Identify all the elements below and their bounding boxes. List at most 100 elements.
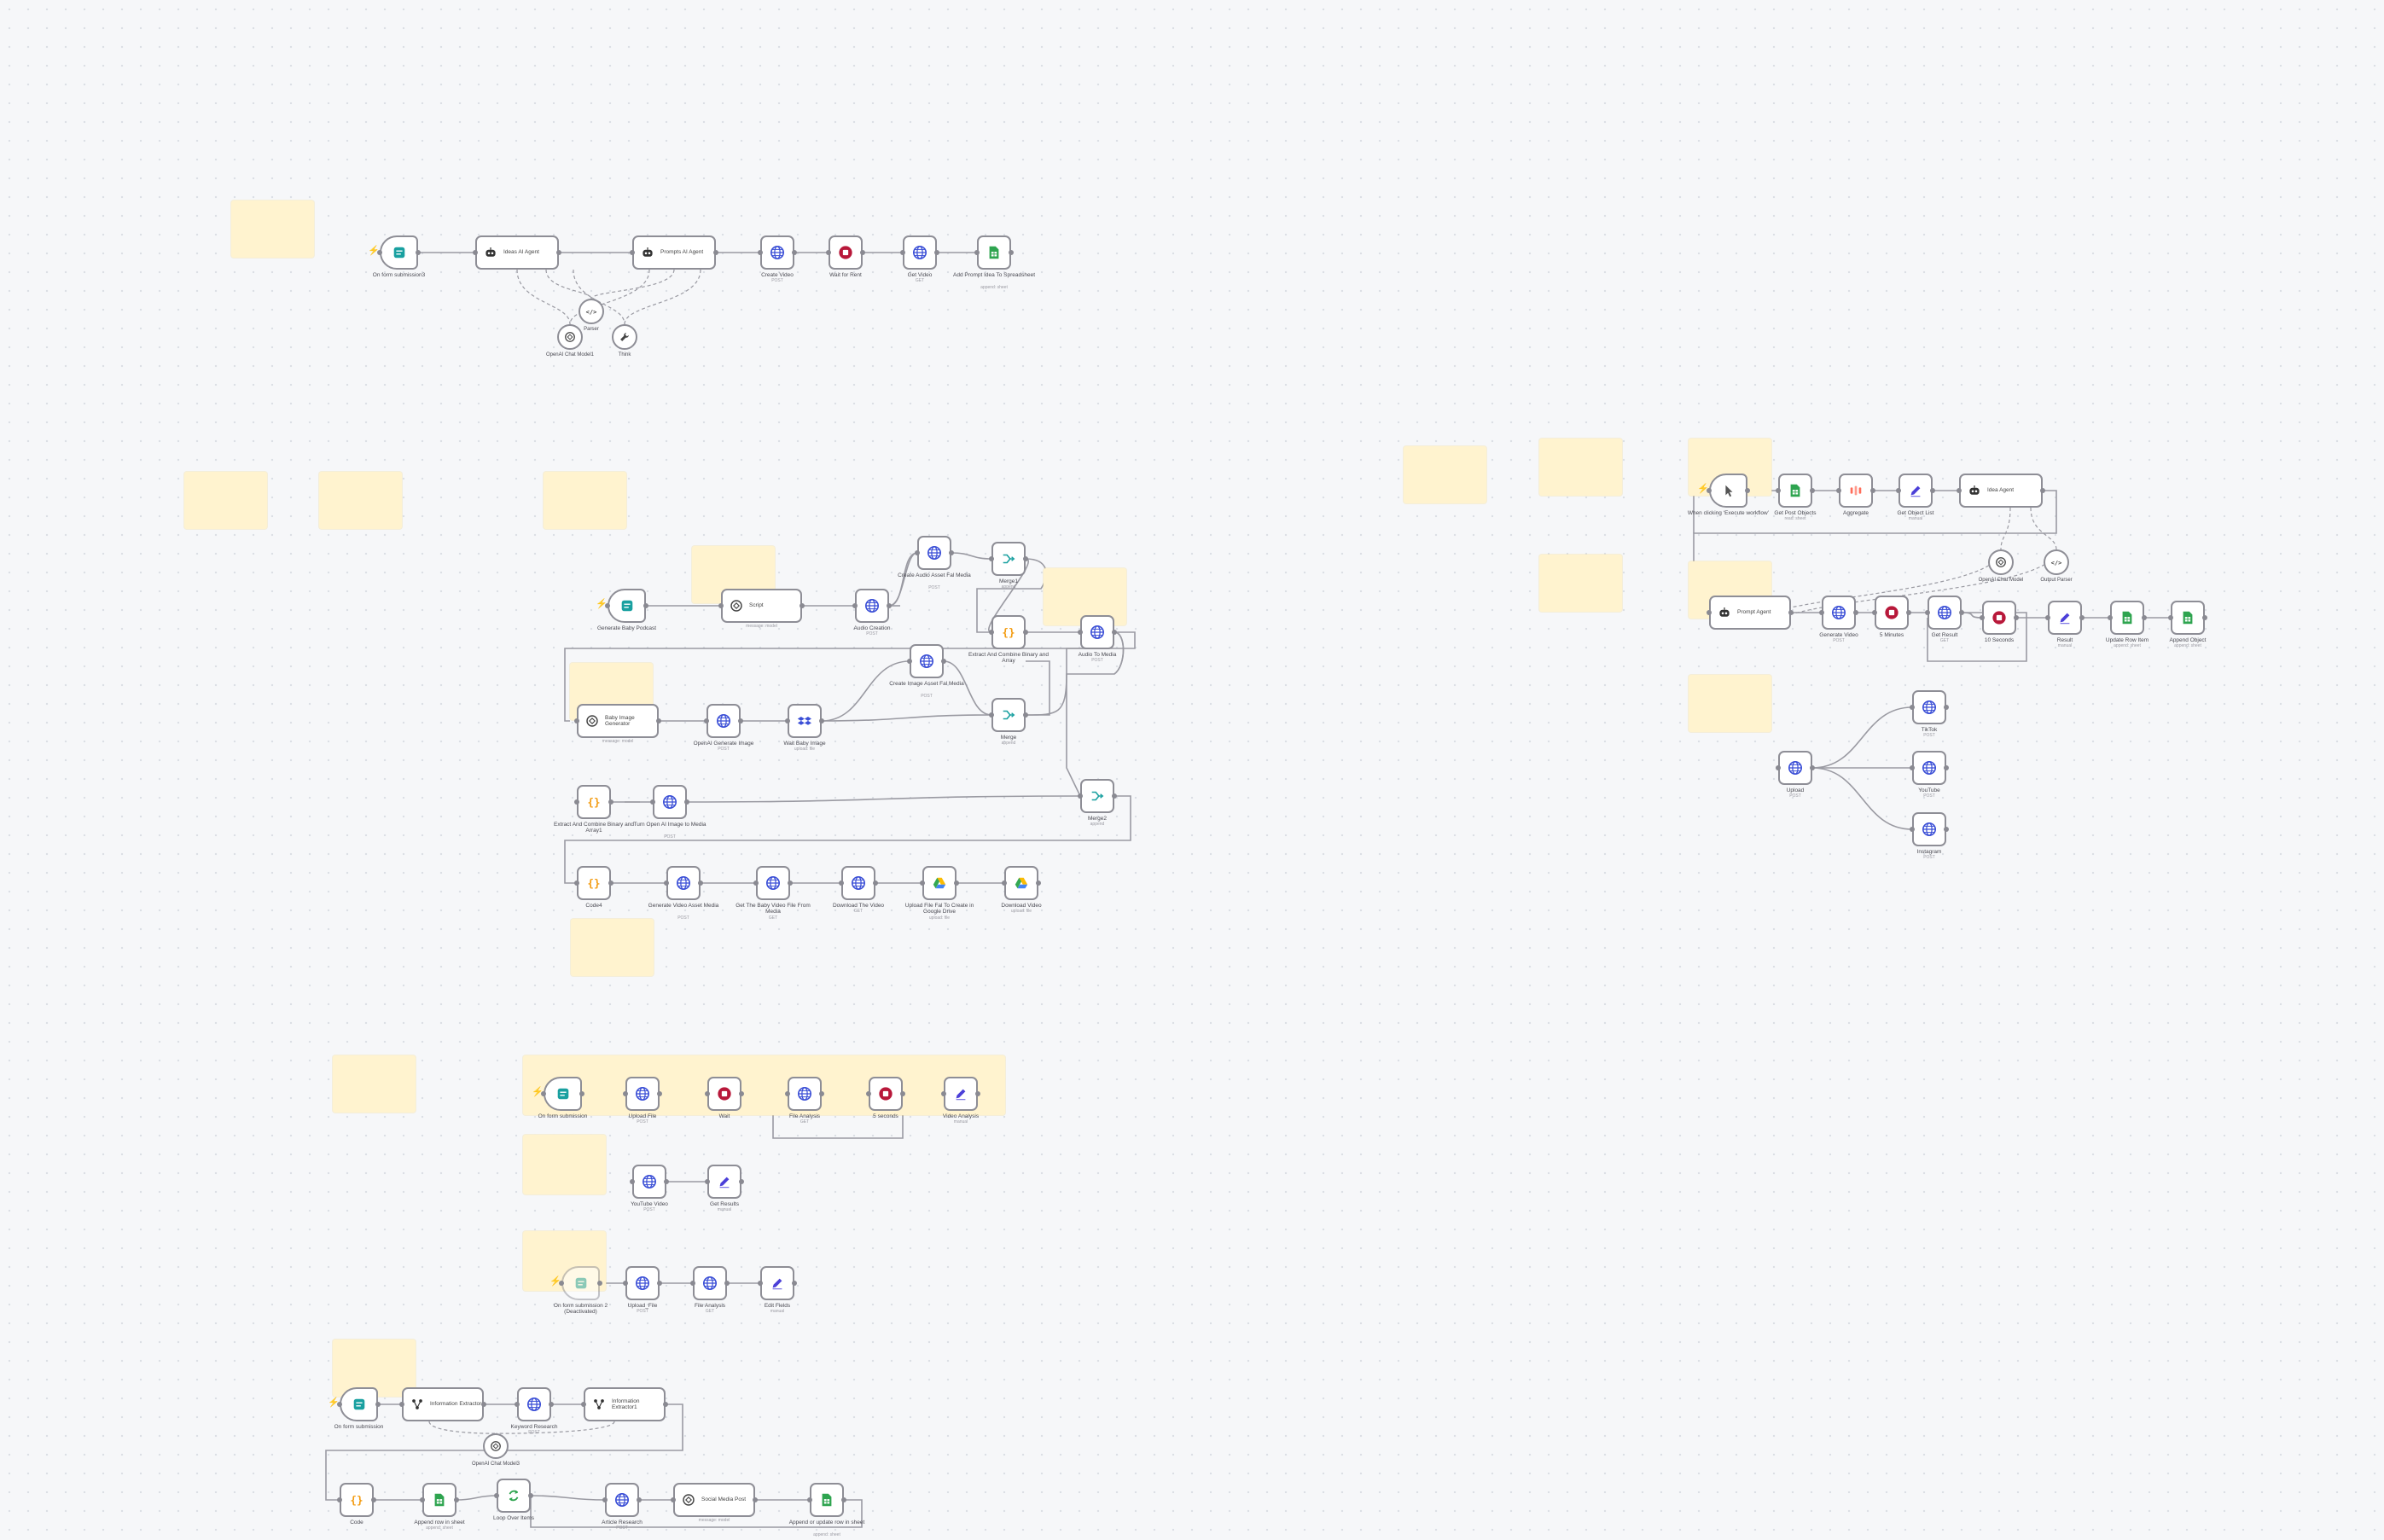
input-port[interactable] (989, 630, 994, 635)
workflow-node[interactable]: Social Media Post (673, 1483, 755, 1517)
sticky-note[interactable] (333, 1055, 416, 1113)
input-port[interactable] (1836, 488, 1841, 493)
output-port[interactable] (954, 880, 959, 886)
workflow-node[interactable] (706, 704, 741, 738)
workflow-node[interactable] (788, 1077, 822, 1111)
input-port[interactable] (541, 1091, 546, 1096)
output-port[interactable] (1944, 765, 1949, 770)
output-port[interactable] (1023, 630, 1028, 635)
input-port[interactable] (705, 1179, 710, 1184)
workflow-node[interactable] (1839, 474, 1873, 508)
sticky-note[interactable] (1539, 555, 1622, 612)
workflow-node[interactable] (810, 1483, 844, 1517)
workflow-node[interactable] (653, 785, 687, 819)
input-port[interactable] (1002, 880, 1007, 886)
workflow-node[interactable] (991, 698, 1026, 732)
input-port[interactable] (974, 250, 980, 255)
output-port[interactable] (2142, 615, 2147, 620)
input-port[interactable] (671, 1497, 676, 1502)
output-port[interactable] (637, 1497, 642, 1502)
workflow-node[interactable] (1778, 474, 1812, 508)
output-port[interactable] (1853, 610, 1858, 615)
workflow-node[interactable] (910, 644, 944, 678)
output-port[interactable] (657, 1091, 662, 1096)
output-port[interactable] (416, 250, 421, 255)
output-port[interactable] (1023, 556, 1028, 561)
sticky-note[interactable] (523, 1135, 606, 1194)
output-port[interactable] (800, 603, 805, 608)
output-port[interactable] (1023, 712, 1028, 718)
input-port[interactable] (650, 799, 655, 805)
output-port[interactable] (841, 1497, 846, 1502)
input-port[interactable] (602, 1497, 608, 1502)
output-port[interactable] (934, 250, 939, 255)
output-port[interactable] (1112, 793, 1117, 799)
workflow-node[interactable] (1928, 596, 1962, 630)
input-port[interactable] (377, 250, 382, 255)
workflow-node[interactable] (944, 1077, 978, 1111)
output-port[interactable] (528, 1493, 533, 1498)
workflow-node[interactable] (632, 1165, 666, 1199)
output-port[interactable] (656, 718, 661, 724)
output-port[interactable] (1870, 488, 1875, 493)
input-port[interactable] (852, 603, 858, 608)
sticky-note[interactable] (231, 200, 314, 258)
input-port[interactable] (1925, 610, 1930, 615)
sticky-note[interactable] (319, 472, 402, 529)
input-port[interactable] (941, 1091, 946, 1096)
workflow-node[interactable]: {} (577, 785, 611, 819)
input-port[interactable] (2108, 615, 2113, 620)
output-port[interactable] (375, 1402, 381, 1407)
workflow-node[interactable] (841, 866, 875, 900)
input-port[interactable] (664, 880, 669, 886)
output-port[interactable] (684, 799, 689, 805)
input-port[interactable] (704, 718, 709, 724)
input-port[interactable] (1819, 610, 1824, 615)
input-port[interactable] (1707, 488, 1712, 493)
input-port[interactable] (753, 880, 759, 886)
output-port[interactable] (1810, 765, 1815, 770)
workflow-node[interactable] (1004, 866, 1038, 900)
output-port[interactable] (663, 1402, 668, 1407)
output-port[interactable] (739, 1091, 744, 1096)
input-port[interactable] (1078, 793, 1083, 799)
output-port[interactable] (753, 1497, 758, 1502)
sub-node[interactable] (1988, 549, 2014, 575)
sub-node[interactable] (557, 324, 583, 350)
input-port[interactable] (494, 1493, 499, 1498)
workflow-node[interactable] (1709, 474, 1747, 508)
workflow-node[interactable]: Ideas AI Agent (475, 235, 559, 270)
workflow-node[interactable] (829, 235, 863, 270)
workflow-node[interactable] (756, 866, 790, 900)
output-port[interactable] (608, 880, 613, 886)
output-port[interactable] (371, 1497, 376, 1502)
input-port[interactable] (1957, 488, 1962, 493)
input-port[interactable] (574, 718, 579, 724)
workflow-node[interactable] (917, 536, 951, 570)
output-port[interactable] (1788, 610, 1794, 615)
workflow-node[interactable] (2171, 601, 2205, 635)
workflow-node[interactable] (497, 1479, 531, 1513)
input-port[interactable] (1776, 765, 1781, 770)
input-port[interactable] (900, 250, 905, 255)
output-port[interactable] (556, 250, 561, 255)
sticky-note[interactable] (1689, 675, 1771, 732)
workflow-node[interactable] (561, 1266, 600, 1300)
input-port[interactable] (420, 1497, 425, 1502)
output-port[interactable] (975, 1091, 980, 1096)
output-port[interactable] (949, 550, 954, 555)
output-port[interactable] (1009, 250, 1014, 255)
output-port[interactable] (1959, 610, 1964, 615)
input-port[interactable] (1910, 827, 1915, 832)
output-port[interactable] (608, 799, 613, 805)
output-port[interactable] (549, 1402, 554, 1407)
input-port[interactable] (718, 603, 724, 608)
workflow-node[interactable] (855, 589, 889, 623)
output-port[interactable] (579, 1091, 584, 1096)
output-port[interactable] (1745, 488, 1750, 493)
input-port[interactable] (807, 1497, 812, 1502)
output-port[interactable] (2202, 615, 2207, 620)
sub-node[interactable] (483, 1433, 509, 1459)
workflow-node[interactable] (760, 235, 794, 270)
input-port[interactable] (690, 1281, 695, 1286)
